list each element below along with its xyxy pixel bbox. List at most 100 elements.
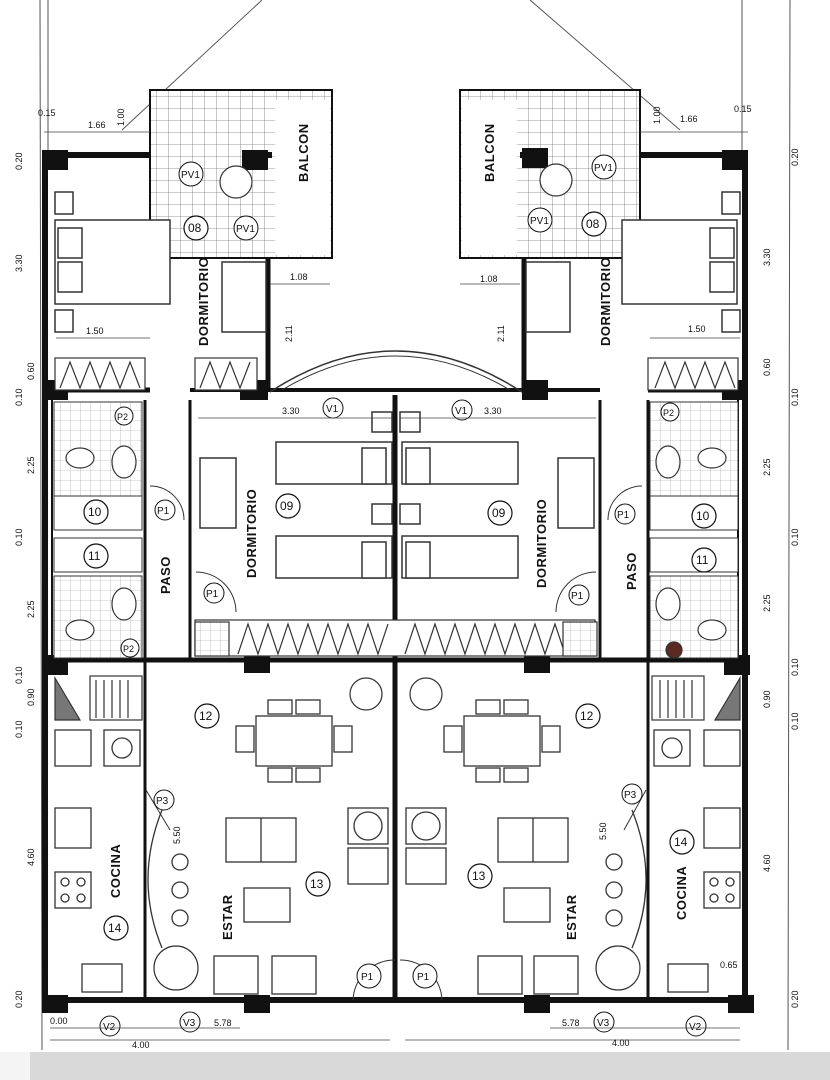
dim-020-top-left: 0.20 (14, 152, 24, 170)
dim-000-bottom-left: 0.00 (50, 1016, 68, 1026)
tag-pv1-a: PV1 (181, 170, 200, 181)
stove-symbol (54, 729, 741, 993)
dim-330-v1-left: 3.30 (282, 406, 300, 416)
dim-166-left: 1.66 (88, 120, 106, 130)
table-symbol (235, 699, 561, 923)
dim-578-right: 5.78 (562, 1018, 580, 1028)
sofa-symbol (213, 807, 579, 995)
room-number-13-right: 13 (472, 869, 486, 883)
label-balcon-right: BALCON (482, 123, 497, 182)
dimension-lines (44, 131, 748, 1041)
dim-010-b: 0.10 (790, 388, 800, 406)
walls (42, 152, 748, 1005)
dim-460-left: 4.60 (26, 848, 36, 866)
dim-330-v1-right: 3.30 (484, 406, 502, 416)
dim-150-left: 1.50 (86, 326, 104, 336)
arch-window (269, 350, 523, 393)
tag-p1-d: P1 (571, 591, 584, 602)
dim-211-left: 2.11 (284, 325, 294, 342)
room-number-14-left: 14 (108, 921, 122, 935)
dim-010-f: 0.10 (790, 658, 800, 676)
dim-065-right: 0.65 (720, 960, 738, 970)
dim-010-h: 0.10 (790, 712, 800, 730)
room-number-11-right: 11 (696, 553, 709, 567)
dim-330-left: 3.30 (14, 254, 24, 272)
dim-211-right: 2.11 (496, 325, 506, 342)
scan-edge (0, 1052, 30, 1080)
dim-225-right: 2.25 (762, 458, 772, 476)
room-number-10-left: 10 (88, 505, 102, 519)
tag-pv1-d: PV1 (530, 216, 549, 227)
tag-v3-b: V3 (597, 1018, 610, 1029)
dim-550-left: 5.50 (172, 826, 182, 844)
tag-p1-a: P1 (157, 506, 170, 517)
dim-090-right: 0.90 (762, 690, 772, 708)
tag-v2-a: V2 (103, 1022, 116, 1033)
bed-symbol (54, 191, 741, 579)
tree-symbol (153, 163, 641, 991)
dim-225-left-b: 2.25 (26, 600, 36, 618)
label-dormitorio-08-right: DORMITORIO (598, 257, 613, 346)
tag-v1-b: V1 (455, 406, 468, 417)
label-dormitorio-09-right: DORMITORIO (534, 499, 549, 588)
label-balcon-left: BALCON (296, 123, 311, 182)
dim-010-g: 0.10 (14, 720, 24, 738)
dim-460-right: 4.60 (762, 854, 772, 872)
label-cocina-left: COCINA (108, 844, 123, 898)
room-number-08-left: 08 (188, 221, 202, 235)
tag-p1-f: P1 (417, 972, 430, 983)
tag-p3-b: P3 (624, 790, 637, 801)
tag-v2-b: V2 (689, 1022, 702, 1033)
room-number-08-right: 08 (586, 217, 600, 231)
label-dormitorio-08-left: DORMITORIO (196, 257, 211, 346)
dim-578-left: 5.78 (214, 1018, 232, 1028)
room-number-09-left: 09 (280, 499, 294, 513)
dim-060-left: 0.60 (26, 362, 36, 380)
dim-150-right: 1.50 (688, 324, 706, 334)
room-number-14-right: 14 (674, 835, 688, 849)
dim-015-left: 0.15 (38, 108, 56, 118)
label-estar-right: ESTAR (564, 894, 579, 940)
dim-166-right: 1.66 (680, 114, 698, 124)
tag-v1-a: V1 (326, 404, 339, 415)
dim-400-left: 4.00 (132, 1040, 150, 1050)
room-number-10-right: 10 (696, 509, 710, 523)
room-number-09-right: 09 (492, 506, 506, 520)
tag-p3-a: P3 (156, 796, 169, 807)
dim-020-bottom-left: 0.20 (14, 990, 24, 1008)
dim-100-left: 1.00 (116, 108, 126, 126)
label-paso-right: PASO (624, 552, 639, 590)
dim-100-right: 1.00 (652, 106, 662, 124)
tag-p1-b: P1 (617, 510, 630, 521)
roof-lines (39, 0, 791, 1051)
tag-pv1-b: PV1 (236, 224, 255, 235)
dim-090-left: 0.90 (26, 688, 36, 706)
tag-pv1-c: PV1 (594, 163, 613, 174)
dim-550-right: 5.50 (598, 822, 608, 840)
room-number-12-right: 12 (580, 709, 594, 723)
tag-p2-a: P2 (117, 412, 128, 422)
dim-225-left: 2.25 (26, 456, 36, 474)
dim-010-a: 0.10 (14, 388, 24, 406)
dim-108-right: 1.08 (480, 274, 498, 284)
dim-010-c: 0.10 (14, 528, 24, 546)
room-number-12-left: 12 (199, 709, 213, 723)
dim-060-right: 0.60 (762, 358, 772, 376)
room-number-13-left: 13 (310, 877, 324, 891)
footer-bar (30, 1052, 830, 1080)
label-estar-left: ESTAR (220, 894, 235, 940)
dim-015-right: 0.15 (734, 104, 752, 114)
label-dormitorio-09-left: DORMITORIO (244, 489, 259, 578)
tag-v3-a: V3 (183, 1018, 196, 1029)
dim-020-top-right: 0.20 (790, 148, 800, 166)
dim-108-left: 1.08 (290, 272, 308, 282)
closets (54, 357, 741, 721)
dim-010-d: 0.10 (790, 528, 800, 546)
tag-circles (99, 154, 707, 1037)
dim-010-e: 0.10 (14, 666, 24, 684)
label-paso-left: PASO (158, 556, 173, 594)
tag-p1-e: P1 (361, 972, 374, 983)
tag-p1-c: P1 (206, 589, 219, 600)
room-number-11-left: 11 (88, 549, 101, 563)
